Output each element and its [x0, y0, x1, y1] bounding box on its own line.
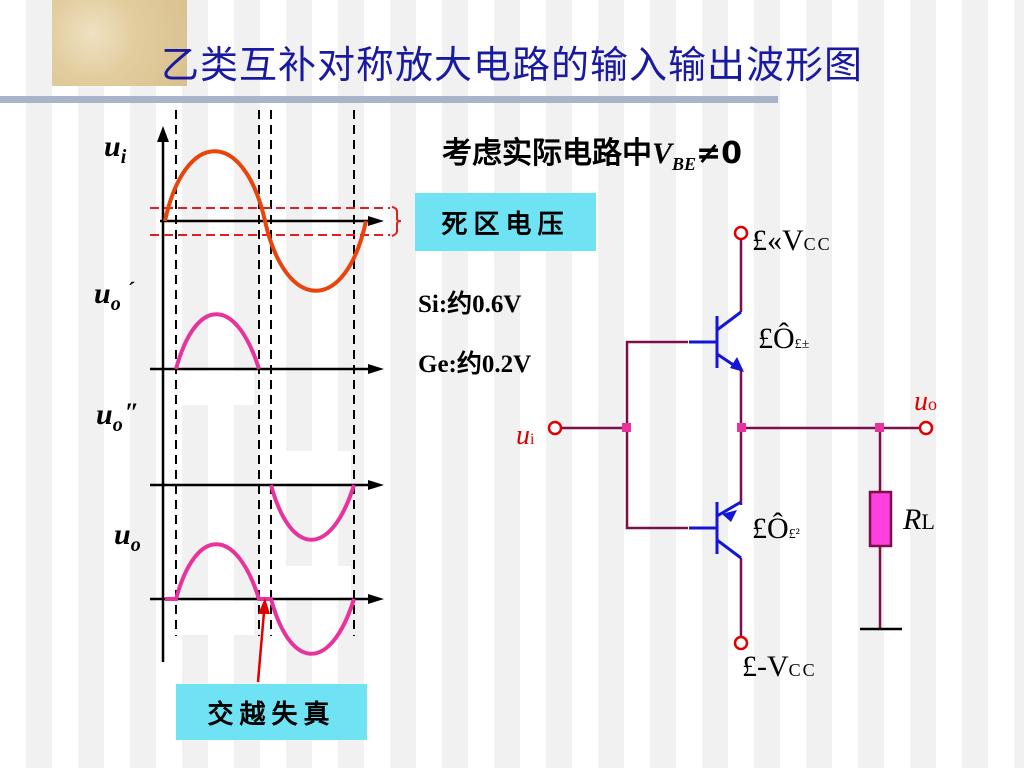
uo-label-sub: o — [130, 534, 141, 556]
t2-label: £Ô£² — [752, 512, 800, 546]
vcc-neg-text: £-V — [742, 650, 789, 683]
uo1-label: uo´ — [94, 277, 134, 316]
corner-decoration — [52, 0, 187, 86]
vcc-neg-label: £-VCC — [742, 650, 817, 684]
uo-terminal — [918, 420, 934, 436]
t1-sub: £± — [794, 337, 810, 352]
circuit-ui-text: u — [516, 420, 530, 451]
vcc-neg-sub: CC — [788, 660, 817, 680]
ui-label-base: u — [104, 130, 121, 163]
circuit-uo-text: u — [914, 386, 928, 417]
dead-zone-brace — [391, 206, 402, 237]
vbe-symbol: V — [652, 137, 673, 170]
uo2-gap-block — [275, 451, 351, 483]
t1-label: £Ô£± — [758, 322, 809, 356]
crossover-pointer-head — [258, 598, 270, 614]
rl-label: RL — [903, 503, 935, 537]
ui-label: ui — [104, 130, 126, 169]
uo1-axis-arrow — [368, 364, 384, 374]
uo2-label-base: u — [96, 398, 113, 431]
rl-sub: L — [921, 509, 935, 534]
crossover-box: 交越失真 — [176, 684, 367, 740]
t1-text: £Ô — [758, 322, 795, 355]
rl-text: R — [903, 503, 922, 536]
title-underline — [0, 96, 778, 103]
vbe-condition-prefix: 考虑实际电路中 — [442, 136, 652, 171]
t1-transistor — [689, 310, 742, 372]
uo1-waveform — [174, 312, 261, 370]
uo2-label-sub: o — [112, 414, 123, 436]
ge-dead-zone: Ge:约0.2V — [418, 351, 532, 378]
circuit-wires — [561, 240, 920, 636]
ui-label-sub: i — [120, 146, 127, 168]
vcc-pos-label: £«VCC — [752, 224, 832, 258]
t2-transistor — [689, 500, 742, 560]
slide-title: 乙类互补对称放大电路的输入输出波形图 — [160, 43, 863, 87]
t2-emitter-arrow — [722, 510, 737, 522]
ui-axis-arrow — [368, 216, 384, 226]
vcc-pos-terminal — [733, 225, 749, 241]
vbe-condition: 考虑实际电路中VBE≠0 — [442, 128, 742, 175]
uo1-label-base: u — [94, 277, 111, 310]
uo-axis-arrow — [368, 594, 384, 604]
vertical-axis-arrow — [157, 126, 169, 142]
load-resistor — [868, 490, 893, 548]
uo-label-base: u — [114, 518, 131, 551]
ui-terminal — [547, 420, 563, 436]
dead-zone-box: 死区电压 — [415, 193, 596, 251]
time-guides — [175, 110, 355, 636]
uo-label: uo — [114, 518, 141, 557]
uo1-label-sub: o — [110, 293, 121, 315]
junction-dots — [622, 423, 884, 432]
uo2-axis-arrow — [368, 480, 384, 490]
uo2-waveform — [269, 484, 356, 542]
uo1-label-mark: ´ — [126, 277, 135, 302]
circuit-uo-sub: o — [928, 394, 937, 414]
vbe-subscript: BE — [672, 154, 697, 174]
uo1-gap-block — [180, 371, 254, 405]
circuit-uo-label: uo — [914, 386, 937, 418]
t2-text: £Ô — [752, 512, 789, 545]
vcc-neg-terminal — [733, 635, 749, 651]
uo-gap-block-lower — [180, 601, 254, 635]
vcc-pos-sub: CC — [803, 234, 832, 254]
t1-emitter-arrow — [730, 357, 744, 372]
si-dead-zone: Si:约0.6V — [418, 291, 522, 318]
circuit-ui-sub: i — [530, 431, 535, 448]
crossover-pointer — [256, 611, 266, 683]
uo-waveform — [165, 542, 356, 656]
input-waveform — [163, 149, 368, 293]
vcc-pos-text: £«V — [752, 224, 804, 257]
uo2-label-mark: ″ — [124, 398, 140, 427]
t2-sub: £² — [788, 527, 800, 542]
vbe-suffix: ≠0 — [696, 136, 743, 171]
uo-gap-block-upper — [275, 566, 351, 597]
uo2-label: uo″ — [96, 398, 139, 437]
terminals — [547, 225, 934, 651]
circuit-ui-label: ui — [516, 420, 534, 452]
